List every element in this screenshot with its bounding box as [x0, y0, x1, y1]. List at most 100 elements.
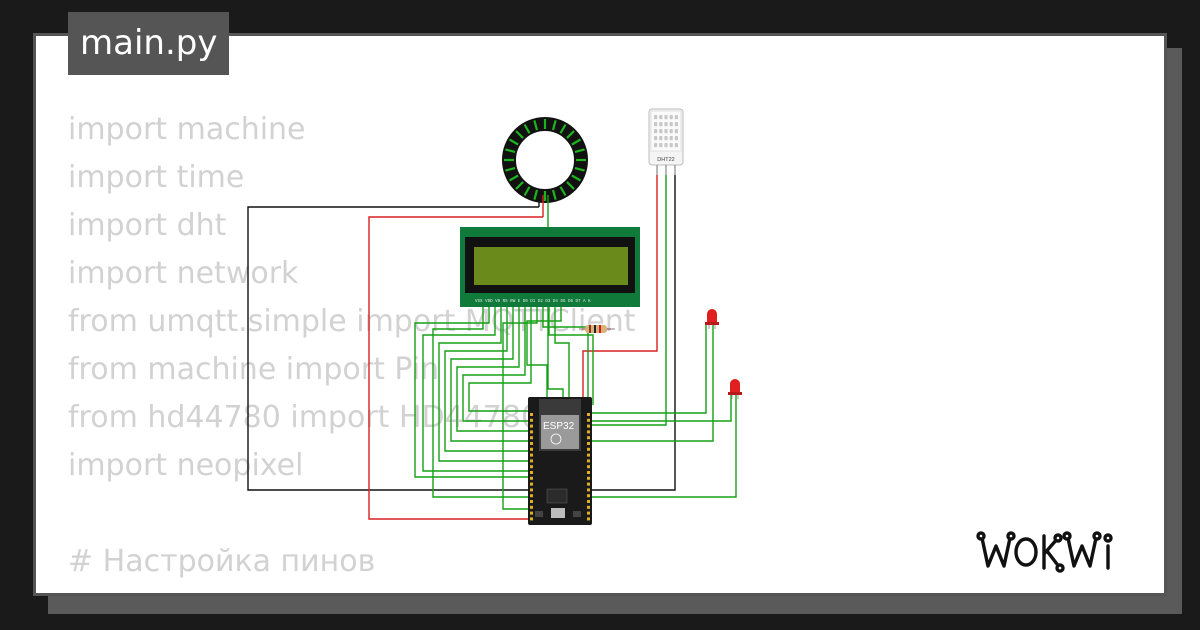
- green-wire: [450, 307, 531, 442]
- esp32-pin: [587, 505, 590, 509]
- esp32-pin: [587, 453, 590, 457]
- ring-led: [566, 130, 575, 139]
- code-line: DHTPIN = 23 # Пин, к которому подключен …: [68, 586, 874, 593]
- dht-grille-slot: [674, 143, 678, 148]
- esp32-pin: [587, 511, 590, 515]
- dht22-label: DHT22: [657, 157, 674, 163]
- green-wire: [444, 307, 531, 452]
- ring-led: [523, 123, 531, 134]
- ring-led: [515, 181, 524, 190]
- red-wire: [582, 175, 658, 405]
- led-2[interactable]: [728, 379, 742, 399]
- dht-grille-slot: [674, 129, 678, 134]
- neopixel-ring[interactable]: [502, 117, 588, 217]
- black-wire: [247, 175, 676, 491]
- dht22-sensor[interactable]: DHT22: [648, 108, 684, 175]
- green-wire: [414, 307, 531, 478]
- green-wire: [502, 307, 538, 510]
- green-wire: [462, 307, 531, 422]
- dht-grille-slot: [674, 122, 678, 127]
- ring-led: [574, 166, 585, 172]
- esp32-pin: [587, 482, 590, 486]
- dht-grille-slot: [669, 122, 673, 127]
- esp32-pin: [530, 471, 533, 474]
- esp32-pin: [587, 430, 590, 434]
- green-wire: [456, 307, 531, 432]
- dht-grille-slot: [669, 136, 673, 141]
- dht-grille-slot: [659, 143, 663, 148]
- green-wire: [542, 307, 589, 405]
- ring-led: [533, 120, 539, 131]
- dht-grille-slot: [664, 122, 668, 127]
- green-wire: [554, 307, 570, 405]
- dht-grille-slot: [669, 143, 673, 148]
- esp32-pin: [587, 488, 590, 492]
- esp32-pin: [530, 505, 533, 509]
- esp32-pin: [587, 500, 590, 503]
- green-wire: [432, 307, 737, 498]
- esp32-pin: [587, 476, 590, 480]
- code-line: import network: [68, 256, 299, 291]
- led-1[interactable]: [705, 309, 719, 329]
- dht-grille-slot: [674, 115, 678, 120]
- code-line: import time: [68, 160, 245, 195]
- esp32-pin: [530, 482, 533, 486]
- black-wires: [247, 175, 676, 491]
- esp32-pin: [587, 465, 590, 469]
- esp32-pin: [530, 436, 533, 440]
- dht-grille-slot: [664, 143, 668, 148]
- ring-led: [505, 166, 516, 172]
- ring-led: [533, 189, 539, 200]
- ring-led: [508, 174, 519, 182]
- code-line: import machine: [68, 112, 306, 147]
- ring-led: [559, 123, 567, 134]
- ring-led: [551, 120, 557, 131]
- code-line: import dht: [68, 208, 227, 243]
- esp32-pin: [587, 471, 590, 474]
- dht-grille-slot: [654, 143, 658, 148]
- esp32-pin: [530, 517, 533, 521]
- dht-grille-slot: [654, 129, 658, 134]
- esp32-pin: [587, 418, 590, 422]
- green-wire: [422, 307, 531, 472]
- esp32-pin: [587, 517, 590, 521]
- code-line: # Настройка пинов: [68, 544, 376, 579]
- esp32-pin: [587, 413, 590, 416]
- green-wire: [578, 395, 732, 422]
- esp32-board[interactable]: ESP32: [528, 397, 592, 525]
- esp32-pin: [530, 494, 533, 498]
- dht-grille-slot: [654, 136, 658, 141]
- resistor[interactable]: [579, 325, 615, 333]
- green-wire: [578, 323, 714, 442]
- ring-led: [571, 174, 582, 182]
- esp32-pin: [530, 424, 533, 428]
- esp32-pin: [587, 424, 590, 428]
- file-tab[interactable]: main.py: [68, 12, 230, 75]
- code-line: import neopixel: [68, 448, 304, 483]
- esp32-pin: [530, 511, 533, 515]
- esp32-pin: [587, 459, 590, 463]
- lcd-display[interactable]: VSS VDD V0 RS RW E D0 D1 D2 D3 D4 D5 D6 …: [460, 227, 640, 307]
- wokwi-logo: [976, 531, 1113, 573]
- dht-grille-slot: [654, 115, 658, 120]
- ring-led: [566, 181, 575, 190]
- dht-grille-slot: [659, 115, 663, 120]
- ring-led: [571, 138, 582, 146]
- project-card: import machine import time import dht impor…: [33, 33, 1167, 596]
- green-wire: [468, 307, 532, 412]
- esp32-pin: [530, 447, 533, 451]
- ring-led: [523, 186, 531, 197]
- dht-grille-slot: [654, 122, 658, 127]
- green-wire: [526, 307, 562, 405]
- esp32-pin: [530, 476, 533, 480]
- ring-led: [551, 189, 557, 200]
- esp32-pin: [530, 413, 533, 416]
- dht-grille-slot: [659, 136, 663, 141]
- dht-grille-slot: [659, 129, 663, 134]
- esp32-pin: [587, 447, 590, 451]
- green-wire: [578, 175, 667, 426]
- green-wire: [578, 323, 707, 414]
- dht-grille-slot: [669, 129, 673, 134]
- ring-led: [559, 186, 567, 197]
- red-wire: [368, 216, 543, 520]
